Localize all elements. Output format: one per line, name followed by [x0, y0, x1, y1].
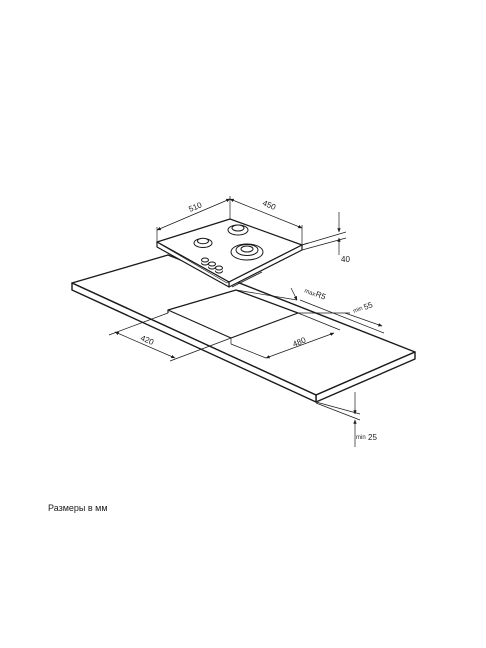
dimension-hob-height [301, 212, 347, 255]
wall-clearance-label: 55 [362, 300, 374, 312]
hob-height-label: 40 [341, 255, 350, 264]
knob-2 [208, 261, 216, 270]
cutout-depth-label: 420 [139, 334, 155, 348]
dimension-cutout-width [230, 312, 341, 359]
burner-small-left [193, 237, 213, 248]
knob-3 [215, 265, 223, 274]
dimension-wall-clearance [298, 299, 385, 334]
burner-wok-large [230, 243, 264, 261]
dimension-bottom-clearance [315, 392, 361, 447]
control-knobs [201, 257, 223, 274]
units-caption: Размеры в мм [48, 503, 108, 513]
hob-depth-label: 450 [261, 199, 277, 213]
burner-medium-rear [227, 224, 249, 236]
bottom-clearance-label: 25 [368, 433, 377, 442]
bottom-clearance-prefix: min [356, 435, 366, 441]
wall-clearance-prefix: min [353, 306, 364, 315]
radius-prefix: max [303, 288, 316, 298]
knob-1 [201, 257, 209, 266]
hob-width-label: 510 [187, 200, 203, 214]
dimension-cutout-depth [108, 312, 232, 362]
radius-label: R5 [314, 290, 327, 302]
hob-side-edge [156, 241, 230, 288]
dimension-radius [235, 287, 298, 301]
